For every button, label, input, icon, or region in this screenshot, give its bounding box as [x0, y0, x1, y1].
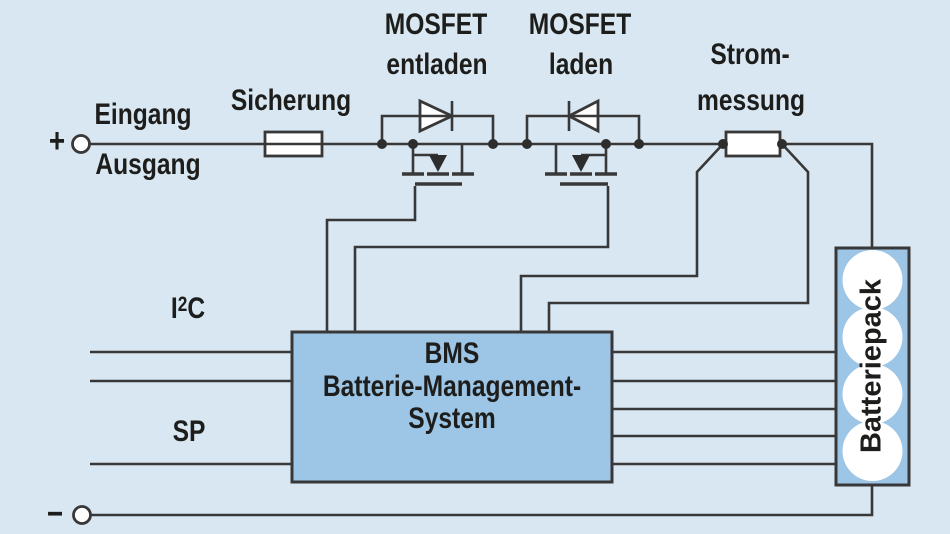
minus-sign: − [46, 495, 64, 533]
battery-pack-box [834, 246, 911, 487]
gate-wire-discharge [325, 186, 417, 332]
junction-dots [377, 139, 787, 149]
battery-cell-circle [842, 421, 903, 481]
bms-subtitle-2: System [408, 402, 496, 435]
label-i2c: I2C [171, 294, 205, 324]
plus-sign: + [48, 122, 66, 160]
bms-subtitle-1: Batterie-Management- [322, 370, 582, 403]
i2c-tail: C [187, 292, 206, 325]
label-mosfet-discharge-1: MOSFET [384, 8, 488, 41]
minus-rail-wire [91, 485, 874, 517]
battery-cell-circle [842, 307, 903, 367]
label-mosfet-charge-2: laden [548, 48, 614, 81]
i2c-wires [90, 350, 292, 383]
shunt-resistor-symbol [724, 130, 782, 158]
label-battery-pack: Batteriepack [855, 278, 888, 454]
i2c-base: I [170, 292, 178, 325]
gate-wire-charge [353, 186, 610, 332]
label-current-sense-1: Strom- [710, 38, 790, 71]
sense-wire-right [547, 143, 810, 332]
plus-terminal [71, 134, 91, 154]
label-current-sense-2: messung [696, 84, 806, 117]
diode-loop-wires [380, 114, 641, 144]
label-mosfet-charge-1: MOSFET [528, 8, 632, 41]
label-input: Eingang [94, 98, 192, 131]
mosfet-charge-symbol [545, 144, 617, 186]
i2c-superscript: 2 [177, 293, 188, 317]
label-mosfet-discharge-2: entladen [386, 48, 488, 81]
bms-box [290, 330, 614, 484]
minus-terminal [72, 505, 92, 525]
plus-rail-wire [90, 142, 874, 248]
label-sp: SP [172, 415, 206, 448]
sense-wire-left [519, 143, 724, 332]
label-output: Ausgang [95, 148, 201, 181]
mosfet-discharge-symbol [402, 144, 474, 186]
battery-cell-circle [842, 364, 903, 424]
cell-monitor-wires [612, 350, 836, 466]
label-fuse: Sicherung [230, 84, 352, 117]
bms-title: BMS [424, 337, 480, 370]
battery-cell-circle [842, 250, 903, 310]
